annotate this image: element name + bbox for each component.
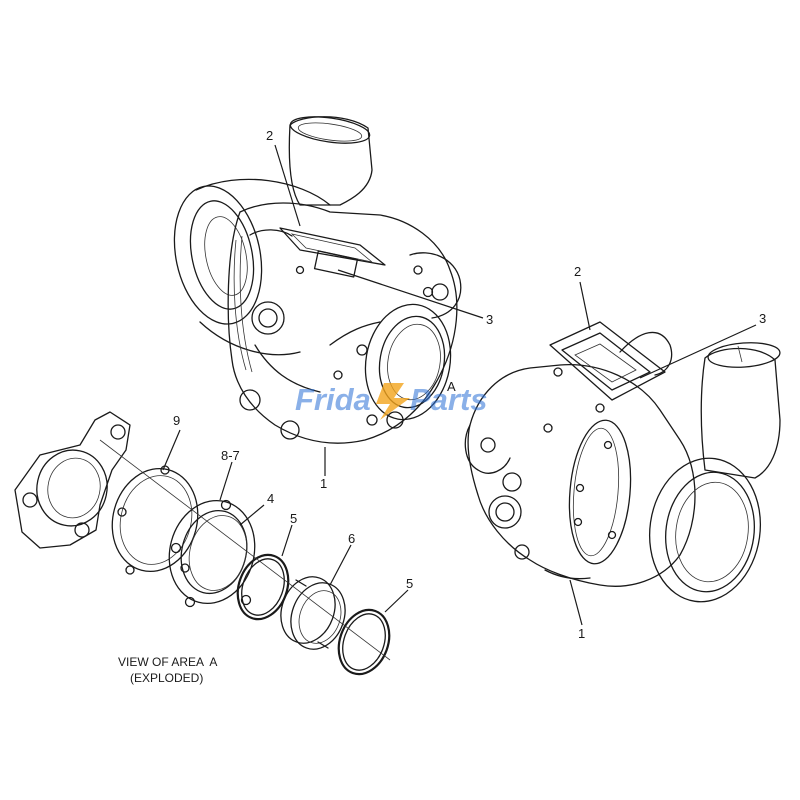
callout-exploded-6: 6 xyxy=(348,531,355,546)
turbocharger-left xyxy=(173,116,462,444)
caption-line-2: (EXPLODED) xyxy=(130,671,203,685)
callout-exploded-9: 9 xyxy=(173,413,180,428)
callout-left-2: 2 xyxy=(266,128,273,143)
lightning-bolt-icon xyxy=(376,383,410,420)
callout-exploded-5a: 5 xyxy=(290,511,297,526)
turbocharger-right xyxy=(464,321,781,603)
callout-right-1: 1 xyxy=(578,626,585,641)
callout-right-3: 3 xyxy=(759,311,766,326)
callout-leaders xyxy=(162,144,757,626)
callout-exploded-4: 4 xyxy=(267,491,274,506)
callout-exploded-5b: 5 xyxy=(406,576,413,591)
callout-left-1: 1 xyxy=(320,476,327,491)
exploded-view xyxy=(14,411,391,676)
caption-line-1: VIEW OF AREA A xyxy=(118,655,217,669)
callout-labels: 2 3 1 2 3 1 A 9 8-7 4 5 6 5 xyxy=(173,128,766,641)
watermark-text-left: Frida xyxy=(295,382,371,417)
callout-right-2: 2 xyxy=(574,264,581,279)
watermark: Frida Parts xyxy=(295,382,488,420)
exploded-view-caption: VIEW OF AREA A (EXPLODED) xyxy=(118,655,217,685)
callout-exploded-8-7: 8-7 xyxy=(221,448,240,463)
callout-left-3: 3 xyxy=(486,312,493,327)
watermark-text-right: Parts xyxy=(410,382,488,417)
callout-area-a: A xyxy=(447,379,456,394)
